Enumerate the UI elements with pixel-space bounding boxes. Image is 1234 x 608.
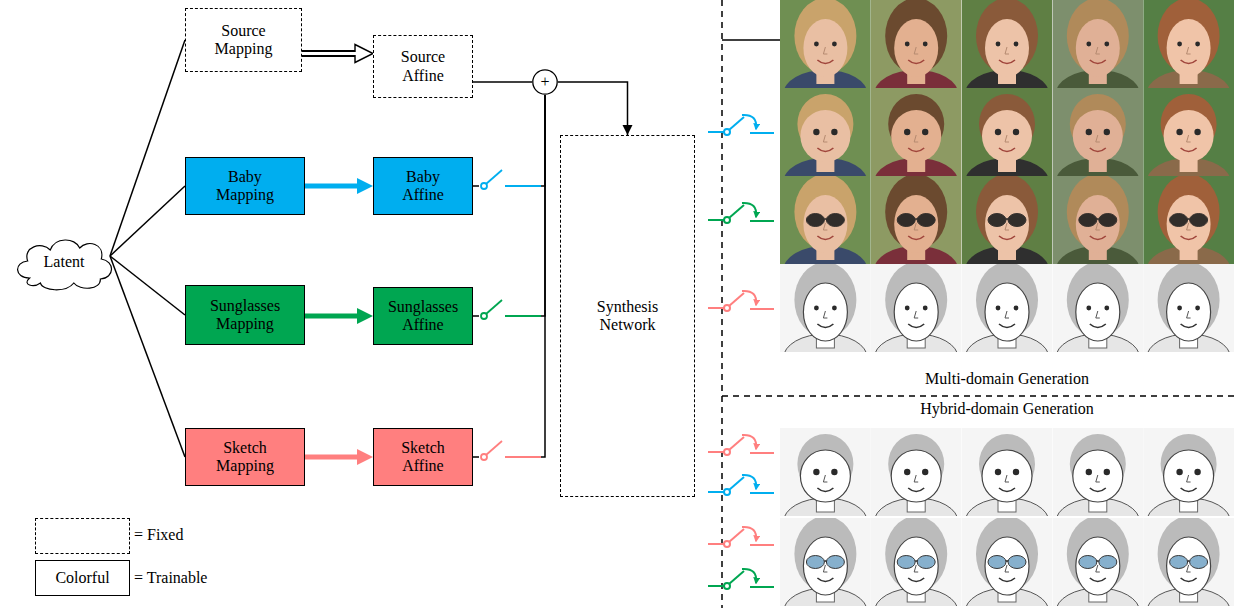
connector [473, 95, 545, 186]
face-image [780, 264, 871, 352]
divider-line [722, 395, 1234, 397]
fixed-box: Synthesis Network [560, 135, 695, 497]
face-image [871, 264, 962, 352]
node-text: Sunglasses Mapping [210, 297, 280, 334]
divider-line [721, 0, 723, 608]
switch-symbol [708, 291, 774, 311]
face-image [1052, 518, 1143, 606]
face-image [1143, 428, 1234, 516]
node-text: Latent [44, 253, 85, 271]
face-image [871, 0, 962, 88]
connector [305, 314, 365, 319]
face-image [871, 428, 962, 516]
trainable-box: Sunglasses Mapping [185, 285, 305, 345]
connector [473, 81, 532, 83]
face-image [1052, 88, 1143, 176]
connector [110, 256, 185, 457]
trainable-box: Baby Mapping [185, 157, 305, 215]
node-text: + [540, 73, 549, 91]
face-image [962, 0, 1053, 88]
face-image [871, 88, 962, 176]
switch-symbol [708, 435, 774, 455]
node-text: Sketch Affine [401, 439, 445, 476]
fixed-box: Source Mapping [185, 8, 302, 72]
face-image [1143, 88, 1234, 176]
section-label: Hybrid-domain Generation [780, 400, 1234, 418]
legend-text: = Trainable [134, 569, 207, 587]
switch-symbol [708, 475, 774, 495]
face-image [1143, 264, 1234, 352]
connector [305, 184, 365, 189]
fixed-box: Source Affine [373, 35, 473, 98]
legend-text: = Fixed [134, 526, 183, 544]
face-image [1143, 176, 1234, 264]
switch-symbol [479, 441, 541, 461]
trainable-box: Baby Affine [373, 157, 473, 215]
face-image [780, 518, 871, 606]
node-text: Baby Mapping [216, 168, 274, 205]
face-image [1143, 518, 1234, 606]
node-text: Synthesis Network [597, 298, 658, 335]
switch-symbol [708, 203, 774, 223]
face-image [1143, 0, 1234, 88]
trainable-box: Sketch Mapping [185, 428, 305, 486]
source-output-line [722, 39, 780, 41]
arrow-inner [302, 52, 361, 55]
switch-symbol [479, 170, 541, 190]
legend-sample [35, 518, 130, 554]
face-image [1052, 428, 1143, 516]
sum-node: + [532, 69, 558, 95]
face-image [1052, 264, 1143, 352]
connector [110, 186, 185, 256]
switch-symbol [708, 569, 774, 589]
face-image [962, 428, 1053, 516]
connector [473, 95, 545, 316]
node-text: Sunglasses Affine [388, 298, 458, 335]
face-image [780, 176, 871, 264]
face-image [780, 88, 871, 176]
node-text: Source Affine [401, 48, 445, 85]
face-image [1052, 0, 1143, 88]
node-text: Sketch Mapping [216, 439, 274, 476]
connector [558, 82, 628, 135]
face-image [962, 176, 1053, 264]
face-image [962, 88, 1053, 176]
switch-symbol [708, 527, 774, 547]
face-image [780, 428, 871, 516]
connector [473, 95, 545, 457]
connector [302, 50, 363, 57]
face-image [871, 518, 962, 606]
face-image [962, 518, 1053, 606]
face-image [871, 176, 962, 264]
legend-sample-text: Colorful [35, 560, 130, 596]
face-image [962, 264, 1053, 352]
switch-symbol [708, 115, 774, 135]
node-text: Source Mapping [215, 22, 273, 59]
trainable-box: Sketch Affine [373, 428, 473, 486]
connector [110, 40, 185, 256]
face-image [780, 0, 871, 88]
node-text: Baby Affine [402, 168, 443, 205]
connector [305, 455, 365, 460]
trainable-box: Sunglasses Affine [373, 287, 473, 345]
switch-symbol [479, 300, 541, 320]
face-image [1052, 176, 1143, 264]
section-label: Multi-domain Generation [780, 370, 1234, 388]
latent-cloud: Latent [10, 232, 118, 292]
